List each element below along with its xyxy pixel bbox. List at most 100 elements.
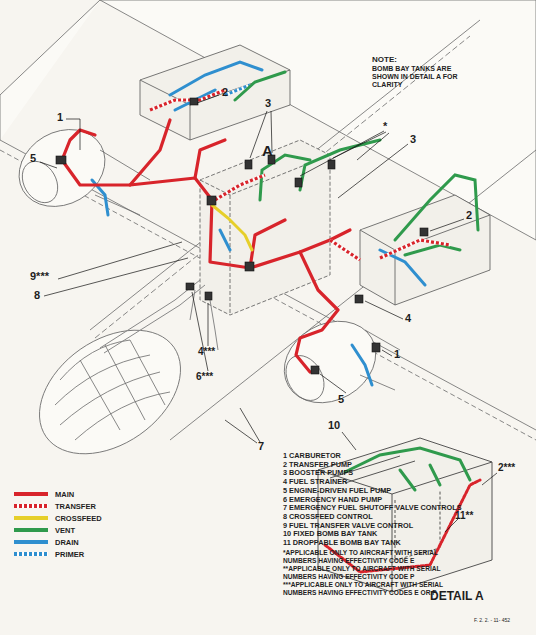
airframe-outline-part (95, 150, 400, 390)
pumps-and-valves-part (245, 262, 254, 271)
legend-row: DRAIN (14, 537, 79, 547)
legend-swatch (14, 516, 48, 520)
callout-number: A (262, 142, 273, 159)
note-text: BOMB BAY TANKS ARE SHOWN IN DETAIL A FOR… (372, 65, 472, 89)
pumps-and-valves-part (190, 98, 198, 105)
pumps-and-valves-part (328, 160, 335, 169)
legend-row: VENT (14, 525, 75, 535)
main-lines-part (250, 220, 285, 268)
legend-swatch (14, 492, 48, 496)
fuel-tanks (140, 45, 490, 315)
parts-list-item: 10 FIXED BOMB BAY TANK (283, 530, 377, 538)
legend-text: PRIMER (55, 550, 84, 559)
callout-number: 2 (222, 86, 228, 99)
legend-swatch (14, 552, 48, 556)
footnote: *APPLICABLE ONLY TO AIRCRAFT WITH SERIAL… (283, 549, 448, 564)
callout-number: 4*** (198, 346, 215, 358)
leader-lines-part (208, 303, 209, 346)
main-lines (62, 120, 350, 372)
parts-list-item: 11 DROPPABLE BOMB BAY TANK (283, 539, 401, 547)
drain-lines (92, 62, 425, 385)
leader-lines-part (430, 219, 464, 231)
pumps-and-valves-part (205, 292, 212, 300)
main-lines-part (195, 140, 225, 178)
pumps-and-valves-part (311, 366, 319, 374)
callout-number: 8 (34, 289, 40, 302)
legend-swatch (14, 540, 48, 544)
fuel-tanks-part (360, 195, 490, 305)
vent-lines-part (405, 245, 460, 255)
control-cables-part (190, 290, 218, 350)
airframe-outline-part (55, 340, 170, 440)
parts-list-item: 8 CROSSFEED CONTROL (283, 513, 373, 521)
parts-list-item: 2 TRANSFER PUMP (283, 461, 352, 469)
detail-a-lines-part (400, 465, 440, 490)
callout-number: 3 (265, 97, 271, 110)
transfer-lines-part (150, 90, 450, 260)
main-lines-part (130, 120, 170, 185)
parts-list-item: 1 CARBURETOR (283, 452, 341, 460)
leader-lines (40, 95, 497, 532)
caption-text: F. 2. 2. - 11- 452 (474, 618, 510, 624)
legend-text: VENT (55, 526, 75, 535)
callout-number: 2 (466, 209, 472, 222)
crossfeed-lines-part (212, 205, 252, 250)
parts-list-item: 9 FUEL TRANSFER VALVE CONTROL (283, 522, 413, 530)
callout-number: * (383, 120, 387, 133)
leader-lines-part (365, 301, 403, 319)
callout-number: 1 (394, 348, 400, 361)
callout-number: 9*** (30, 270, 49, 283)
callout-number: 5 (30, 152, 36, 165)
legend-row: TRANSFER (14, 501, 96, 511)
pumps-and-valves (56, 98, 428, 374)
control-cables-part (100, 280, 205, 353)
legend-swatch (14, 504, 48, 508)
callout-number: 10 (328, 419, 340, 432)
vent-lines-part (300, 140, 380, 190)
legend-text: CROSSFEED (55, 514, 102, 523)
pumps-and-valves-part (355, 295, 363, 303)
callout-number: 3 (410, 133, 416, 146)
detail-a-lines-part (345, 448, 470, 480)
airframe-outline-part (278, 349, 331, 408)
legend-text: MAIN (55, 490, 74, 499)
fuel-tanks-part (200, 140, 330, 315)
leader-lines-part (225, 408, 260, 443)
pumps-and-valves-part (245, 160, 252, 169)
legend-row: CROSSFEED (14, 513, 102, 523)
parts-list-item: 3 BOOSTER PUMPS (283, 469, 353, 477)
vent-lines-part (395, 175, 478, 240)
callout-number: 7 (258, 440, 264, 453)
main-lines-part (62, 130, 95, 160)
callout-number: 5 (338, 393, 344, 406)
note-text: NOTE: (372, 55, 397, 64)
leader-lines-part (382, 350, 392, 356)
leader-lines-part (40, 162, 57, 168)
pumps-and-valves-part (186, 283, 194, 290)
fuel-tanks-part (360, 215, 490, 305)
transfer-lines (150, 90, 450, 260)
vent-lines-part (235, 72, 285, 100)
callout-number: 2*** (498, 462, 515, 474)
fuel-tanks-part (200, 155, 330, 315)
pumps-and-valves-part (295, 178, 302, 187)
caption-text: DETAIL A (430, 590, 484, 604)
transfer-lines-part (150, 90, 450, 260)
leader-lines-part (44, 258, 188, 296)
legend-row: PRIMER (14, 549, 84, 559)
leader-lines-part (58, 242, 182, 279)
legend-row: MAIN (14, 489, 74, 499)
crossfeed-lines (212, 205, 252, 250)
leader-lines-part (482, 473, 497, 485)
pumps-and-valves-part (420, 228, 428, 236)
leader-lines-part (197, 95, 219, 103)
leader-lines-part (192, 292, 208, 371)
leader-lines-part (66, 119, 80, 150)
callout-number: 4 (405, 312, 411, 325)
pumps-and-valves-part (372, 343, 380, 352)
callout-number: 6*** (196, 371, 213, 383)
airframe-outline (0, 0, 536, 479)
legend-text: DRAIN (55, 538, 79, 547)
